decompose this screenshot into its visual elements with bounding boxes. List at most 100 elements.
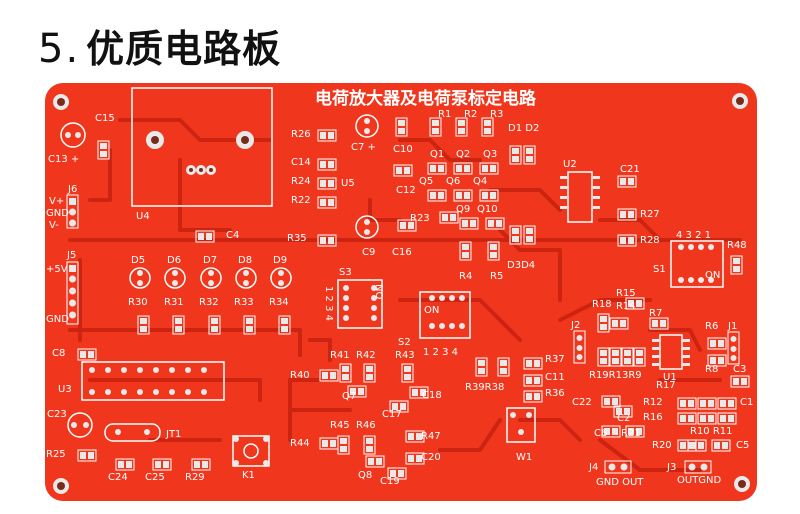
smd-pad — [320, 180, 326, 187]
smd-pad — [728, 400, 734, 407]
smd-pad — [211, 318, 218, 324]
smd-outline — [523, 225, 536, 245]
smd-pad — [490, 244, 497, 250]
smd-pad — [722, 442, 728, 449]
smd-pad — [600, 358, 607, 364]
smd-pad — [175, 318, 182, 324]
label-s1-pins: 4 3 2 1 — [676, 230, 711, 241]
smd-pad — [322, 440, 328, 447]
smd-pad — [680, 400, 686, 407]
smd-pad — [636, 350, 643, 356]
smd-pad — [368, 458, 374, 465]
button-k1 — [232, 435, 270, 467]
label-d7: D7 — [203, 255, 217, 266]
smd-pad — [534, 377, 540, 384]
trimmer-w1 — [506, 407, 536, 443]
smd-outline — [621, 347, 634, 367]
label-q5: Q5 — [419, 176, 433, 187]
smd-pad — [376, 458, 382, 465]
smd-pad — [708, 400, 714, 407]
smd-pad — [700, 415, 706, 422]
smd-outline — [208, 315, 221, 335]
smd-pad — [512, 156, 519, 162]
smd-outline — [317, 158, 337, 171]
smd-outline — [137, 315, 150, 335]
label-q8: Q8 — [358, 470, 372, 481]
smd-pad — [478, 360, 485, 366]
smd-outline — [405, 452, 425, 465]
smd-pad — [456, 165, 462, 172]
smd-pad — [733, 258, 740, 264]
smd-pad — [526, 377, 532, 384]
smd-pad — [340, 438, 347, 444]
smd-pad — [438, 165, 444, 172]
smd-pad — [342, 366, 349, 372]
smd-pad — [206, 233, 212, 240]
label-r29: R29 — [185, 472, 205, 483]
smd-outline — [707, 337, 727, 350]
smd-pad — [733, 266, 740, 272]
smd-pad — [408, 433, 414, 440]
smd-pad — [118, 461, 124, 468]
label-c16: C16 — [392, 247, 412, 258]
smd-pad — [340, 446, 347, 452]
smd-pad — [720, 415, 726, 422]
label-q4: Q4 — [473, 176, 487, 187]
smd-outline — [337, 435, 350, 455]
smd-outline — [730, 255, 743, 275]
label-w1: W1 — [516, 452, 532, 463]
smd-pad — [628, 237, 634, 244]
label-out-gnd: OUTGND — [677, 475, 722, 486]
smd-pad — [320, 132, 326, 139]
label-j1: J1 — [727, 321, 737, 332]
switch-s3 — [337, 279, 383, 329]
label-gnd-out: GND OUT — [596, 477, 644, 488]
smd-pad — [358, 388, 364, 395]
smd-pad — [700, 400, 706, 407]
smd-outline — [459, 217, 479, 230]
label-r44: R44 — [290, 438, 310, 449]
smd-outline — [597, 313, 610, 333]
smd-pad — [620, 320, 626, 327]
smd-pad — [366, 438, 373, 444]
label-r23: R23 — [410, 213, 430, 224]
smd-outline — [191, 458, 211, 471]
switch-s1 — [670, 240, 724, 288]
smd-pad — [420, 389, 426, 396]
smd-pad — [484, 128, 491, 134]
smd-pads — [77, 117, 750, 480]
smd-outline — [697, 397, 717, 410]
smd-pad — [620, 237, 626, 244]
smd-pad — [720, 400, 726, 407]
label-gnd1: GND — [46, 208, 69, 219]
smd-outline — [389, 400, 409, 413]
label-r43: R43 — [395, 350, 415, 361]
label-r46: R46 — [356, 420, 376, 431]
label-r31: R31 — [164, 297, 184, 308]
smd-pad — [512, 236, 519, 242]
label-q2: Q2 — [456, 149, 470, 160]
smd-outline — [97, 140, 110, 160]
label-vminus: V- — [49, 220, 59, 231]
smd-pad — [322, 372, 328, 379]
smd-outline — [717, 397, 737, 410]
smd-outline — [609, 317, 629, 330]
smd-outline — [317, 234, 337, 247]
smd-pad — [404, 167, 410, 174]
label-c19: C19 — [380, 476, 400, 487]
smd-pad — [100, 151, 107, 157]
label-c2: C2 — [617, 413, 630, 424]
section-title: 优质电路板 — [86, 27, 282, 71]
label-vplus: V+ — [49, 196, 64, 207]
label-r12: R12 — [643, 397, 663, 408]
smd-pad — [366, 374, 373, 380]
label-r35: R35 — [287, 233, 307, 244]
smd-pad — [636, 428, 642, 435]
smd-outline — [77, 449, 97, 462]
label-q7: Q7 — [342, 391, 356, 402]
label-s3: S3 — [339, 267, 352, 278]
smd-pad — [416, 433, 422, 440]
smd-pad — [628, 211, 634, 218]
label-r41: R41 — [330, 350, 350, 361]
smd-pad — [612, 358, 619, 364]
